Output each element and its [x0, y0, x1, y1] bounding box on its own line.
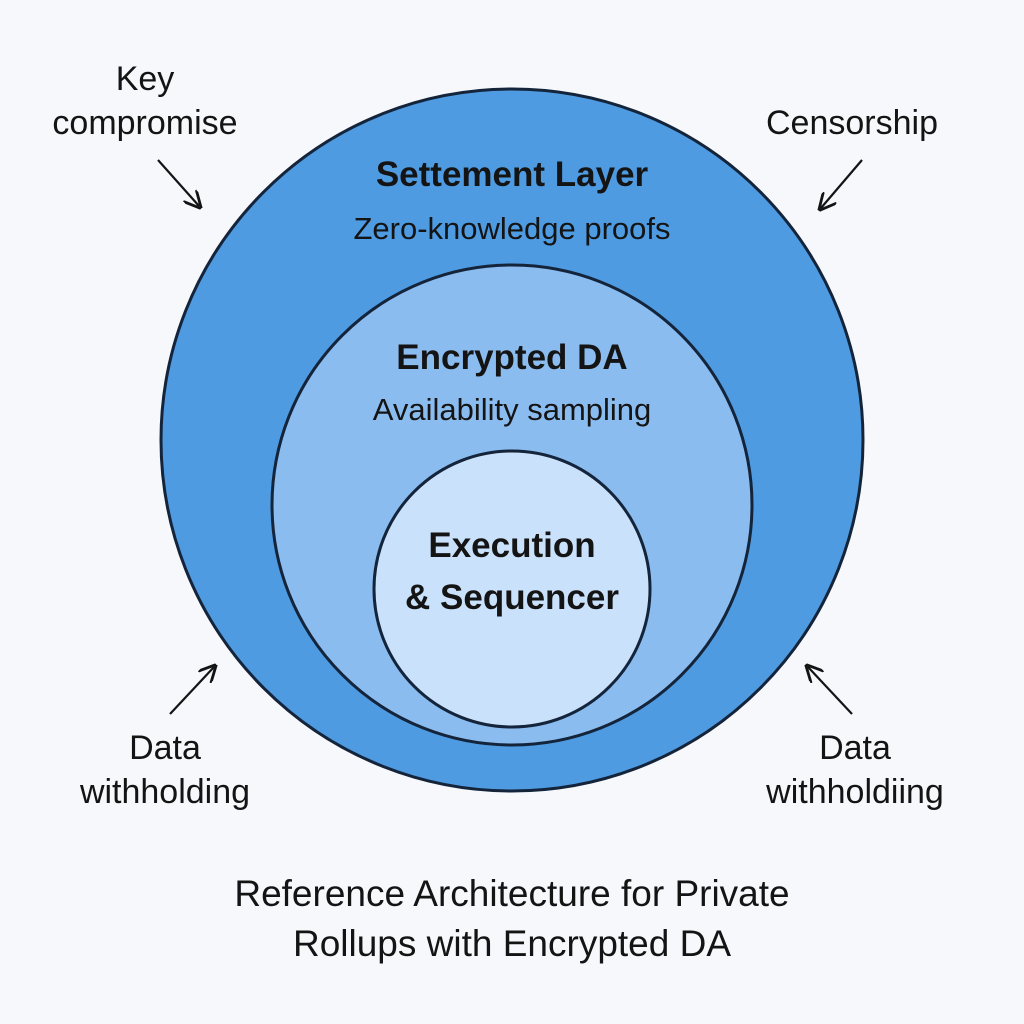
threat-data-withholding-right: Data withholdiing — [730, 726, 980, 814]
settlement-layer-subtitle: Zero-knowledge proofs — [353, 211, 671, 246]
threat-censorship: Censorship — [727, 101, 977, 145]
arrow-censorship — [821, 159, 863, 208]
execution-layer-circle — [372, 449, 652, 729]
execution-layer-title-line1: Execution — [428, 526, 596, 565]
diagram-caption-line1: Reference Architecture for Private — [234, 873, 790, 914]
arrow-data-withholding-left — [169, 667, 214, 715]
execution-layer-title-line2: & Sequencer — [405, 578, 619, 617]
diagram-caption: Reference Architecture for Private Rollu… — [112, 869, 912, 969]
threat-data-withholding-right-line1: Data — [819, 729, 891, 767]
arrow-data-withholding-right — [808, 667, 853, 715]
threat-key-compromise: Key compromise — [20, 57, 270, 145]
execution-layer-title: Execution & Sequencer — [382, 520, 642, 624]
encrypted-da-layer-subtitle: Availability sampling — [372, 392, 652, 427]
threat-data-withholding-right-line2: withholdiing — [766, 773, 944, 811]
diagram-caption-line2: Rollups with Encrypted DA — [292, 923, 732, 964]
threat-data-withholding-left-line2: withholding — [79, 773, 251, 811]
settlement-layer-title: Settement Layer — [375, 155, 649, 194]
threat-censorship-line1: Censorship — [766, 104, 938, 142]
threat-data-withholding-left: Data withholding — [40, 726, 290, 814]
encrypted-da-layer-title: Encrypted DA — [396, 338, 628, 377]
threat-key-compromise-line1: Key — [115, 60, 175, 98]
threat-data-withholding-left-line1: Data — [129, 729, 201, 767]
threat-key-compromise-line2: compromise — [52, 104, 238, 142]
arrow-key-compromise — [157, 159, 199, 206]
